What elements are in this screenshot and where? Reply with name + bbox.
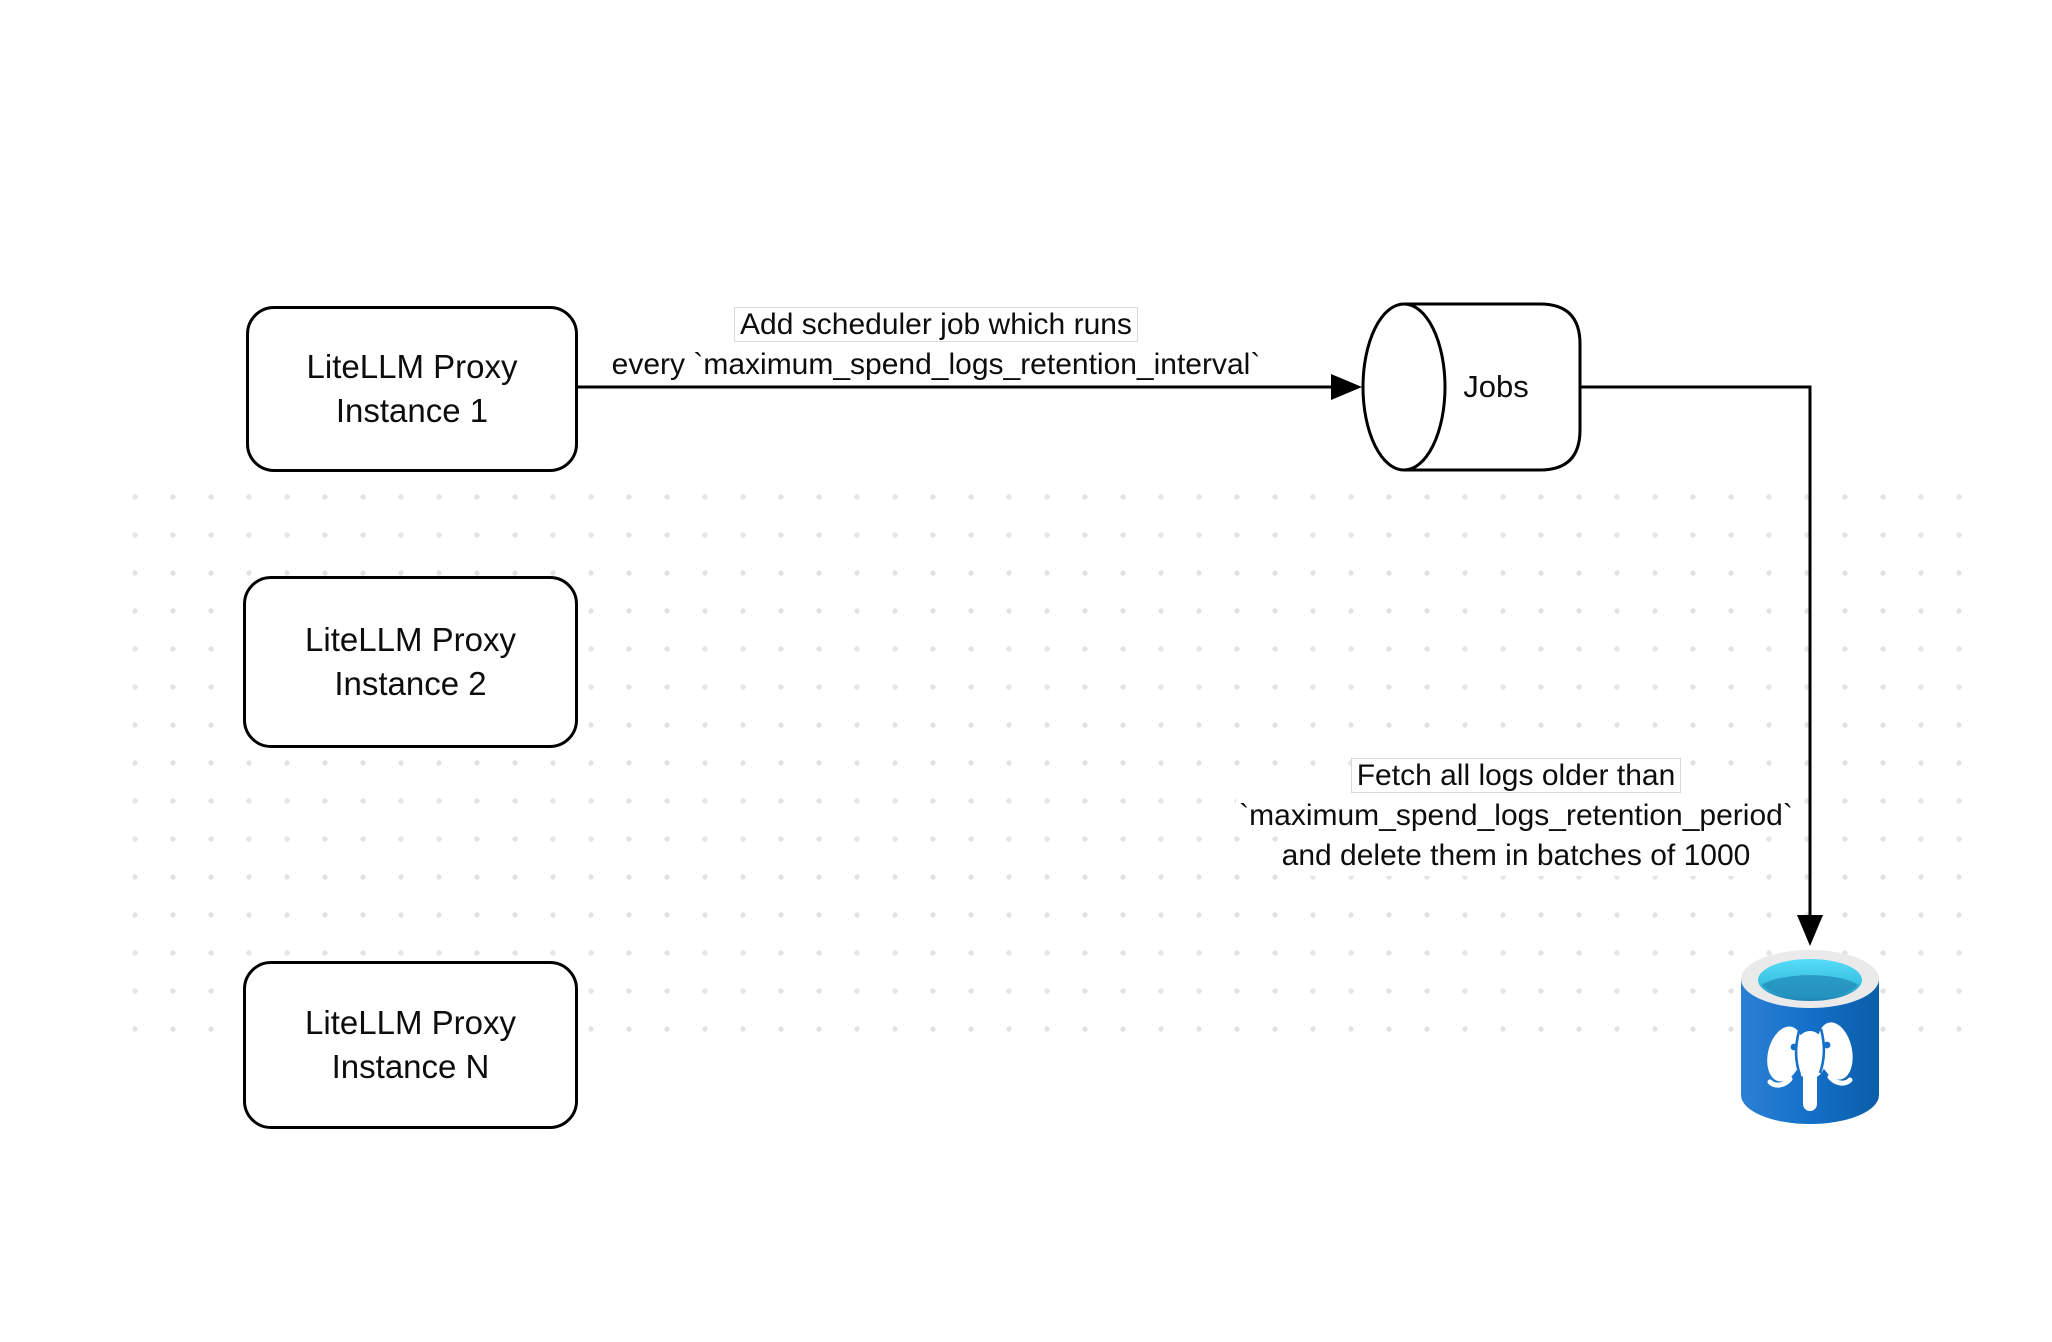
node-label-line: Instance N <box>331 1048 490 1085</box>
edge-label-scheduler: Add scheduler job which runs every `maxi… <box>596 305 1276 385</box>
node-label-line: Instance 2 <box>334 665 487 702</box>
jobs-cylinder-face <box>1361 302 1447 472</box>
connector-jobs-to-postgres <box>1580 385 1812 920</box>
node-litellm-proxy-instance-2: LiteLLM Proxy Instance 2 <box>243 576 578 748</box>
postgresql-database-icon <box>1741 950 1879 1124</box>
node-litellm-proxy-instance-n: LiteLLM Proxy Instance N <box>243 961 578 1129</box>
edge-label-fetch-line1: Fetch all logs older than <box>1350 758 1682 793</box>
edge-label-scheduler-line1: Add scheduler job which runs <box>734 307 1138 342</box>
node-label-line: LiteLLM Proxy <box>306 348 518 385</box>
postgres-elephant-glyph <box>1767 1022 1853 1111</box>
edge-label-fetch: Fetch all logs older than `maximum_spend… <box>1186 756 1846 876</box>
jobs-node-label: Jobs <box>1463 369 1529 404</box>
node-label-line: Instance 1 <box>335 392 489 429</box>
node-label-line: LiteLLM Proxy <box>305 1004 516 1041</box>
node-litellm-proxy-instance-1: LiteLLM Proxy Instance 1 <box>246 306 578 472</box>
edge-label-fetch-line3: and delete them in batches of 1000 <box>1278 836 1754 876</box>
arrowhead-into-postgres <box>1797 915 1823 946</box>
postgres-water-shade <box>1762 975 1858 998</box>
node-label-line: LiteLLM Proxy <box>305 621 516 658</box>
edge-label-fetch-line2: `maximum_spend_logs_retention_period` <box>1236 796 1796 836</box>
edge-label-scheduler-line2: every `maximum_spend_logs_retention_inte… <box>608 345 1264 385</box>
arrowhead-into-jobs <box>1331 374 1362 400</box>
